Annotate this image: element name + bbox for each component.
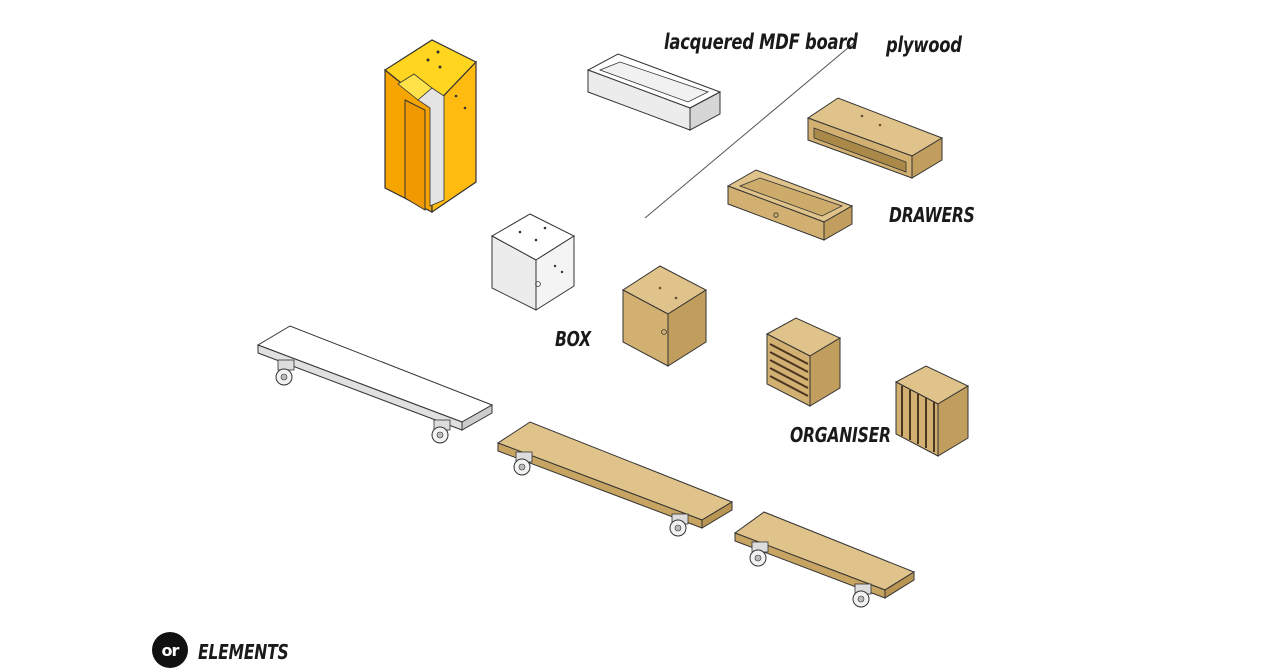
wheel (513, 451, 533, 476)
plywood-drawer-open (806, 97, 944, 179)
label-elements: ELEMENTS (198, 640, 289, 664)
label-organiser: ORGANISER (790, 423, 891, 447)
label-lacquered-mdf: lacquered MDF board (664, 30, 858, 54)
wheel (275, 359, 295, 386)
plywood-box (622, 265, 708, 367)
mdf-box (490, 213, 576, 311)
yellow-cabinet (383, 39, 477, 214)
mdf-platform (256, 325, 494, 444)
logo-text: or (161, 640, 180, 660)
label-box: BOX (555, 327, 591, 351)
organiser-drawers (765, 317, 842, 407)
divider-line (644, 41, 856, 219)
wheel (431, 419, 451, 444)
plywood-platform-short (733, 511, 916, 608)
wheel (669, 513, 689, 537)
plywood-drawer-tray (726, 169, 854, 241)
mdf-drawer (586, 53, 722, 131)
brand-logo: or (152, 632, 188, 668)
wheel (852, 583, 872, 608)
label-plywood: plywood (886, 33, 962, 57)
label-drawers: DRAWERS (889, 203, 975, 227)
plywood-platform-long (496, 421, 734, 537)
wheel (749, 541, 769, 567)
organiser-vertical (894, 365, 970, 457)
